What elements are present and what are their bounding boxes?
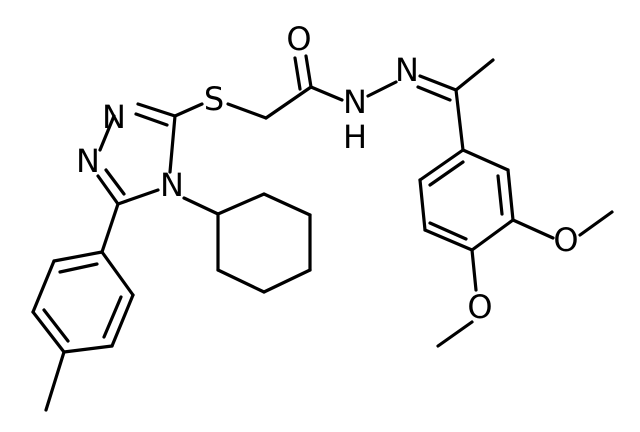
bond-n1-n2 bbox=[98, 114, 116, 152]
atom-n1: N bbox=[76, 142, 100, 180]
bond-ar1-c6-c1-inner bbox=[58, 262, 99, 274]
bond-ar1-c4-c5-inner bbox=[42, 308, 70, 343]
bond-ar2-c1-c2 bbox=[461, 148, 510, 172]
bond-ar1-c3-c4 bbox=[62, 344, 114, 354]
bonds bbox=[31, 54, 614, 412]
bond-ar2-c4-c5 bbox=[423, 228, 474, 252]
bond-c3-s bbox=[173, 102, 204, 118]
atom-labels: N N N S O N H N O O bbox=[76, 20, 579, 326]
bond-n4-c3 bbox=[168, 114, 177, 174]
bond-o-ch3-methoxy3 bbox=[578, 210, 614, 237]
atom-n-hydrazide: N bbox=[343, 83, 367, 121]
bond-ar1-c2-c3-inner bbox=[102, 295, 123, 339]
atom-s: S bbox=[204, 80, 224, 118]
bond-nh-n bbox=[366, 80, 398, 98]
bond-ar2-c6-c1 bbox=[418, 148, 465, 182]
bond-ar1-c5-c6 bbox=[31, 259, 56, 314]
atom-o-methoxy-4: O bbox=[467, 288, 492, 326]
bond-co-o-double bbox=[293, 56, 302, 91]
bond-ar1-c1-c2 bbox=[100, 250, 135, 297]
bond-n-c-imine bbox=[418, 74, 458, 92]
bond-co-nh bbox=[309, 85, 344, 102]
bond-ar2-c3-c4 bbox=[470, 218, 515, 252]
bond-ar1-c4-c5 bbox=[31, 310, 66, 354]
bond-ch2-co bbox=[264, 85, 313, 120]
bond-ar2-c2-c3 bbox=[506, 168, 515, 222]
bond-o-ch3-methoxy4 bbox=[436, 320, 474, 348]
bond-ar2-c4-c5-inner bbox=[428, 221, 468, 241]
bond-c3-n2-double bbox=[134, 112, 169, 127]
atom-n2: N bbox=[102, 98, 126, 136]
atom-h-hydrazide: H bbox=[343, 118, 367, 156]
bond-cy2-cy3 bbox=[262, 192, 312, 217]
bond-n4-cy1 bbox=[182, 196, 220, 216]
bond-s-ch2 bbox=[226, 102, 268, 120]
bond-c4-o-methoxy bbox=[470, 248, 478, 292]
atom-o-methoxy-3: O bbox=[553, 221, 578, 259]
atom-o-carbonyl: O bbox=[286, 20, 311, 58]
bond-ar1-c2-c3 bbox=[110, 293, 135, 348]
bond-cy1-cy2 bbox=[216, 192, 266, 216]
bond-cy5-cy6 bbox=[216, 268, 266, 294]
bond-ar2-c6-c1-inner bbox=[428, 160, 465, 187]
bond-imine-methyl bbox=[454, 58, 495, 92]
bond-n1-c5 bbox=[96, 174, 120, 206]
bond-ar1-methyl bbox=[44, 350, 66, 412]
bond-n1-c5-double bbox=[104, 168, 126, 196]
bond-ar2-c5-c6 bbox=[418, 178, 427, 232]
atom-n-imine: N bbox=[395, 51, 419, 89]
bond-ar2-c2-c3-inner bbox=[496, 174, 504, 216]
bond-c3-n2 bbox=[136, 102, 177, 118]
bond-c5-ar1 bbox=[100, 202, 120, 254]
bond-c3-o-methoxy bbox=[511, 218, 555, 240]
bond-n-c-imine-double bbox=[416, 85, 452, 102]
bond-co-o bbox=[304, 54, 313, 89]
bond-ar1-c6-c1 bbox=[52, 250, 104, 263]
atom-n4: N bbox=[160, 166, 184, 204]
bond-c5-n4 bbox=[116, 188, 160, 206]
bond-imine-aryl bbox=[454, 88, 465, 152]
bond-cy4-cy5 bbox=[262, 268, 312, 294]
